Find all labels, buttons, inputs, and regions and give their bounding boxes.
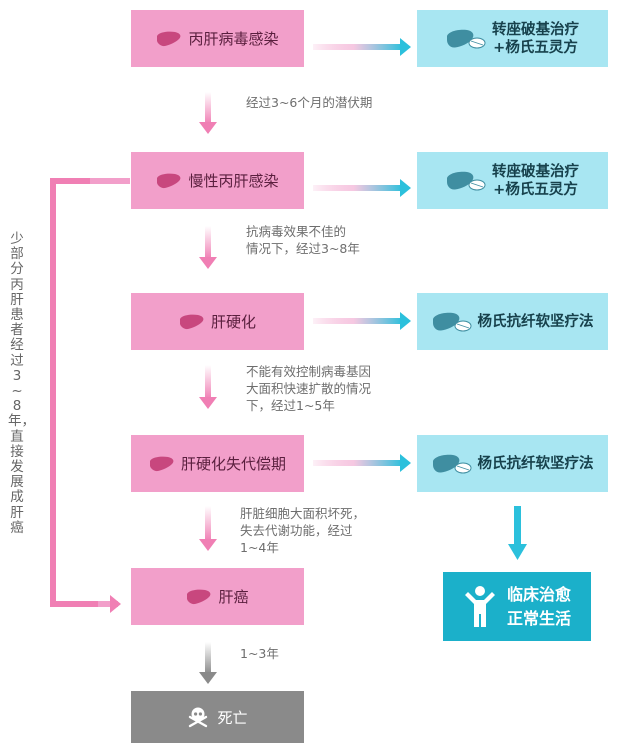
- note-line: 1~4年: [240, 540, 279, 555]
- arrow-down-cure: [508, 506, 527, 560]
- note-line: 失去代谢功能，经过: [240, 523, 353, 538]
- death-label: 死亡: [217, 708, 248, 727]
- liver-icon: [179, 314, 204, 329]
- stage-label: 肝癌: [218, 588, 249, 606]
- note-line: 1~3年: [240, 646, 279, 661]
- treatment-1: 转座破基治疗+杨氏五灵方: [417, 10, 608, 67]
- stage-hcv-infection: 丙肝病毒感染: [131, 10, 304, 67]
- transition-note-5: 1~3年: [240, 645, 279, 662]
- treatment-line2: +杨氏五灵方: [493, 181, 578, 198]
- skull-crossbones-icon: [189, 707, 208, 728]
- note-line: 抗病毒效果不佳的: [246, 224, 347, 239]
- arrow-down-1: [199, 92, 217, 134]
- arrow-down-5: [199, 642, 217, 684]
- stage-label: 丙肝病毒感染: [188, 30, 279, 48]
- outcome-cure: 临床治愈 正常生活: [443, 572, 591, 641]
- stage-decompensated-cirrhosis: 肝硬化失代偿期: [131, 435, 304, 492]
- side-note: 少部分丙肝患者经过3~8年，直接发展成肝癌: [8, 231, 35, 536]
- arrow-down-4: [199, 506, 217, 551]
- stage-liver-cancer: 肝癌: [131, 568, 304, 625]
- treatment-line1: 杨氏抗纤软坚疗法: [477, 313, 594, 330]
- stage-label: 慢性丙肝感染: [188, 172, 279, 190]
- arrow-right-3: [313, 312, 411, 330]
- treatment-line2: +杨氏五灵方: [493, 39, 578, 56]
- liver-pill-icon: [432, 454, 471, 473]
- liver-icon: [157, 31, 181, 46]
- treatment-line1: 转座破基治疗: [492, 21, 579, 38]
- treatment-line1: 杨氏抗纤软坚疗法: [477, 455, 594, 472]
- note-line: 大面积快速扩散的情况: [246, 381, 372, 396]
- treatment-2: 转座破基治疗+杨氏五灵方: [417, 152, 608, 209]
- cure-line1: 临床治愈: [506, 584, 571, 604]
- note-line: 经过3~6个月的潜伏期: [246, 95, 373, 110]
- treatment-line1: 转座破基治疗: [492, 163, 579, 180]
- cure-line2: 正常生活: [506, 608, 571, 628]
- stage-label: 肝硬化失代偿期: [180, 455, 286, 473]
- arrow-right-4: [313, 454, 411, 472]
- arrow-right-2: [313, 179, 411, 197]
- note-line: 情况下，经过3~8年: [246, 241, 360, 256]
- stage-cirrhosis: 肝硬化: [131, 293, 304, 350]
- liver-pill-icon: [447, 29, 486, 48]
- transition-note-3: 不能有效控制病毒基因 大面积快速扩散的情况 下，经过1~5年: [246, 363, 371, 414]
- treatment-3: 杨氏抗纤软坚疗法: [417, 293, 608, 350]
- liver-icon: [187, 589, 211, 604]
- stage-death: 死亡: [131, 691, 304, 743]
- liver-icon: [157, 173, 181, 188]
- arrow-right-1: [313, 38, 411, 56]
- person-icon: [464, 585, 495, 627]
- transition-note-1: 经过3~6个月的潜伏期: [246, 94, 372, 111]
- stage-label: 肝硬化: [210, 313, 256, 331]
- stage-chronic-hcv: 慢性丙肝感染: [131, 152, 304, 209]
- liver-icon: [149, 456, 174, 471]
- transition-note-2: 抗病毒效果不佳的 情况下，经过3~8年: [246, 223, 360, 257]
- treatment-4: 杨氏抗纤软坚疗法: [417, 435, 608, 492]
- note-line: 下，经过1~5年: [246, 398, 335, 413]
- note-line: 肝脏细胞大面积坏死，: [240, 506, 366, 521]
- arrow-down-3: [199, 365, 217, 409]
- transition-note-4: 肝脏细胞大面积坏死， 失去代谢功能，经过 1~4年: [240, 505, 365, 556]
- arrow-down-2: [199, 226, 217, 269]
- liver-pill-icon: [432, 312, 471, 331]
- note-line: 不能有效控制病毒基因: [246, 364, 372, 379]
- side-bracket-arrow: [50, 178, 130, 613]
- liver-pill-icon: [447, 171, 486, 190]
